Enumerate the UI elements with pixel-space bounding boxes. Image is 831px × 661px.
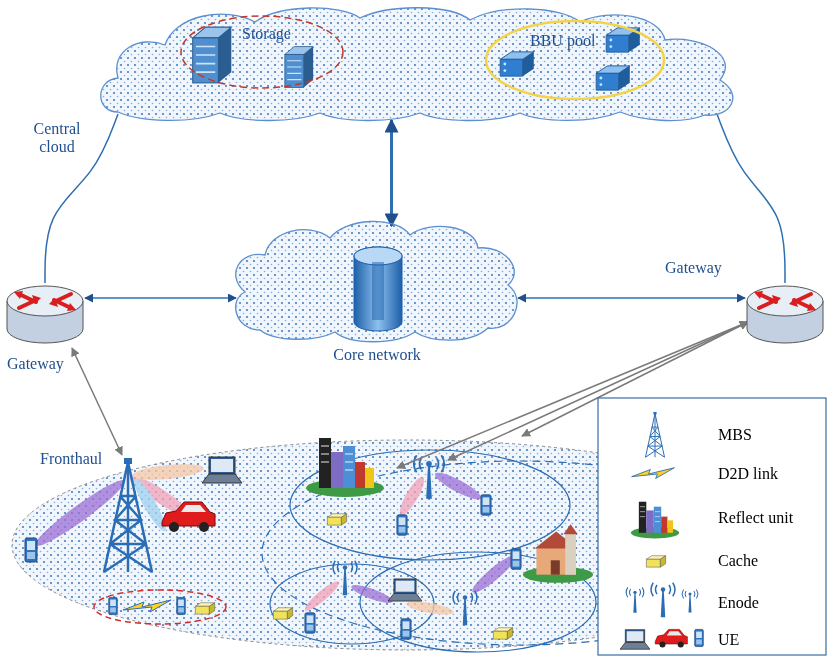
cloud-outline bbox=[236, 221, 517, 341]
link-line bbox=[518, 297, 745, 299]
cache-box bbox=[493, 628, 512, 639]
user-phone bbox=[25, 538, 37, 562]
legend-d2d bbox=[632, 468, 675, 479]
core-tower bbox=[354, 247, 402, 331]
bbu-server bbox=[596, 66, 630, 90]
node-label: Gateway bbox=[7, 355, 64, 373]
cache-box bbox=[273, 608, 292, 619]
user-laptop bbox=[202, 457, 242, 483]
node-label: Storage bbox=[242, 25, 291, 43]
user-phone bbox=[511, 549, 521, 569]
legend-text: D2D link bbox=[718, 465, 778, 483]
user-phone bbox=[109, 597, 118, 614]
legend-text: Reflect unit bbox=[718, 509, 793, 527]
group-outline bbox=[181, 16, 343, 88]
macro-tower bbox=[104, 458, 152, 572]
user-phone bbox=[401, 619, 411, 639]
router-icon bbox=[747, 286, 823, 343]
node-shape bbox=[100, 2, 735, 120]
node-shape bbox=[232, 222, 522, 344]
cache-box bbox=[327, 514, 346, 525]
legend-text: UE bbox=[718, 631, 739, 649]
enode bbox=[414, 455, 444, 499]
d2d-group bbox=[94, 590, 226, 624]
bbu-pool: BBU pool bbox=[485, 20, 665, 100]
cloud-fill bbox=[101, 8, 733, 342]
user-phone bbox=[305, 613, 315, 633]
storage-group: Storage bbox=[180, 15, 344, 89]
gateway-router: Gateway bbox=[745, 283, 825, 345]
reflect-unit bbox=[306, 438, 384, 497]
beams bbox=[31, 461, 520, 617]
legend-ue bbox=[695, 629, 704, 646]
legend-enode bbox=[651, 583, 675, 618]
node-shape bbox=[745, 283, 825, 345]
link-line bbox=[85, 297, 236, 299]
legend-cache bbox=[646, 556, 665, 567]
node-shape bbox=[5, 283, 85, 345]
legend-enode bbox=[626, 587, 644, 612]
central-cloud: Central cloudStorageBBU pool bbox=[100, 2, 735, 120]
link-line bbox=[390, 120, 393, 226]
node-label: Central cloud bbox=[28, 120, 86, 156]
user-car bbox=[162, 502, 215, 532]
bbu-server bbox=[500, 52, 534, 76]
legend-reflect bbox=[631, 502, 679, 539]
pool-ring bbox=[486, 21, 664, 99]
router-icon bbox=[7, 286, 83, 343]
reflect-unit bbox=[523, 524, 593, 583]
cache-box bbox=[195, 603, 214, 614]
user-phone bbox=[397, 515, 407, 535]
legend-text: MBS bbox=[718, 426, 752, 444]
legend-ue bbox=[620, 630, 650, 650]
core-network: Core network bbox=[232, 222, 522, 344]
user-laptop bbox=[388, 579, 422, 601]
node-label: BBU pool bbox=[530, 32, 595, 50]
cloud-outline bbox=[101, 8, 733, 121]
cell-circles bbox=[270, 450, 596, 652]
legend-text: Enode bbox=[718, 594, 759, 612]
node-label: Gateway bbox=[665, 259, 722, 277]
d2d-link bbox=[123, 600, 171, 612]
legend-enode bbox=[682, 590, 698, 613]
user-phone bbox=[481, 495, 491, 515]
link-line bbox=[717, 114, 785, 283]
legend-ue bbox=[655, 629, 687, 647]
gateway-router: Gateway bbox=[5, 283, 85, 345]
enode bbox=[333, 561, 357, 596]
legend-tower bbox=[645, 412, 664, 457]
label-text: Fronthaul bbox=[40, 450, 102, 468]
legend-box bbox=[598, 398, 826, 655]
user-phone bbox=[177, 597, 186, 614]
legend-text: Cache bbox=[718, 552, 758, 570]
node-label: Core network bbox=[232, 346, 522, 364]
enode bbox=[453, 591, 477, 626]
